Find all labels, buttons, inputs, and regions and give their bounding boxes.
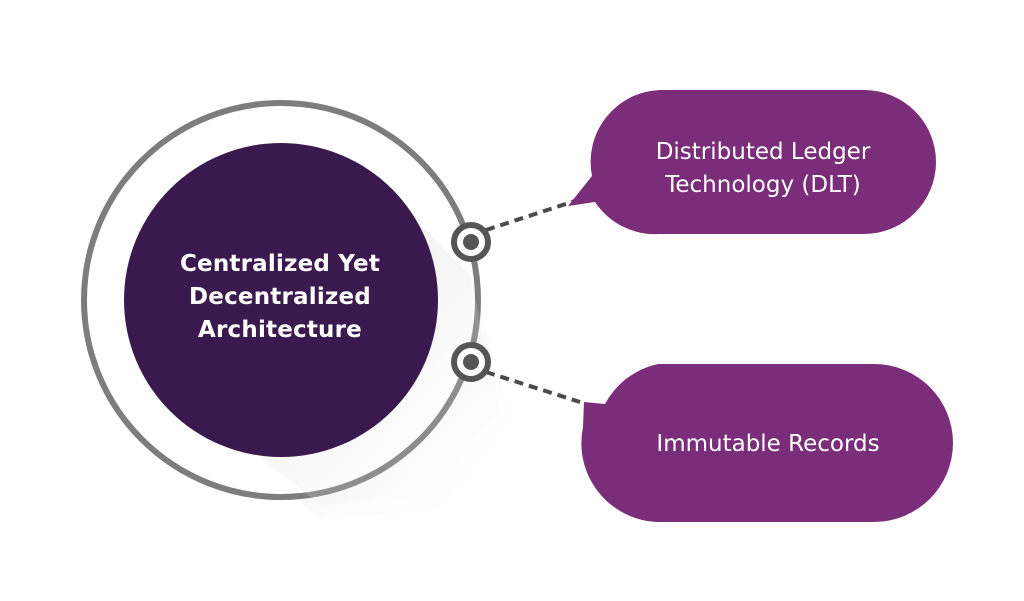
center-disc	[124, 143, 438, 457]
connector-top	[485, 198, 579, 232]
center-title-line-3: Architecture	[198, 317, 362, 343]
center-title-line-2: Decentralized	[189, 284, 371, 310]
center-title: Centralized Yet Decentralized Architectu…	[130, 248, 430, 347]
node-top-icon	[451, 222, 491, 262]
bubble-dlt-line-2: Technology (DLT)	[665, 172, 861, 198]
bubble-immutable-label: Immutable Records	[618, 428, 918, 461]
bubble-immutable-line-1: Immutable Records	[656, 431, 880, 457]
center-title-line-1: Centralized Yet	[179, 251, 381, 277]
node-bottom-icon	[451, 342, 491, 382]
connector-bottom	[485, 370, 581, 404]
bubble-dlt-shape	[568, 90, 936, 235]
bubble-dlt-label: Distributed Ledger Technology (DLT)	[618, 136, 908, 202]
bubble-dlt-line-1: Distributed Ledger	[655, 139, 871, 165]
bubble-immutable-shape	[581, 364, 953, 522]
